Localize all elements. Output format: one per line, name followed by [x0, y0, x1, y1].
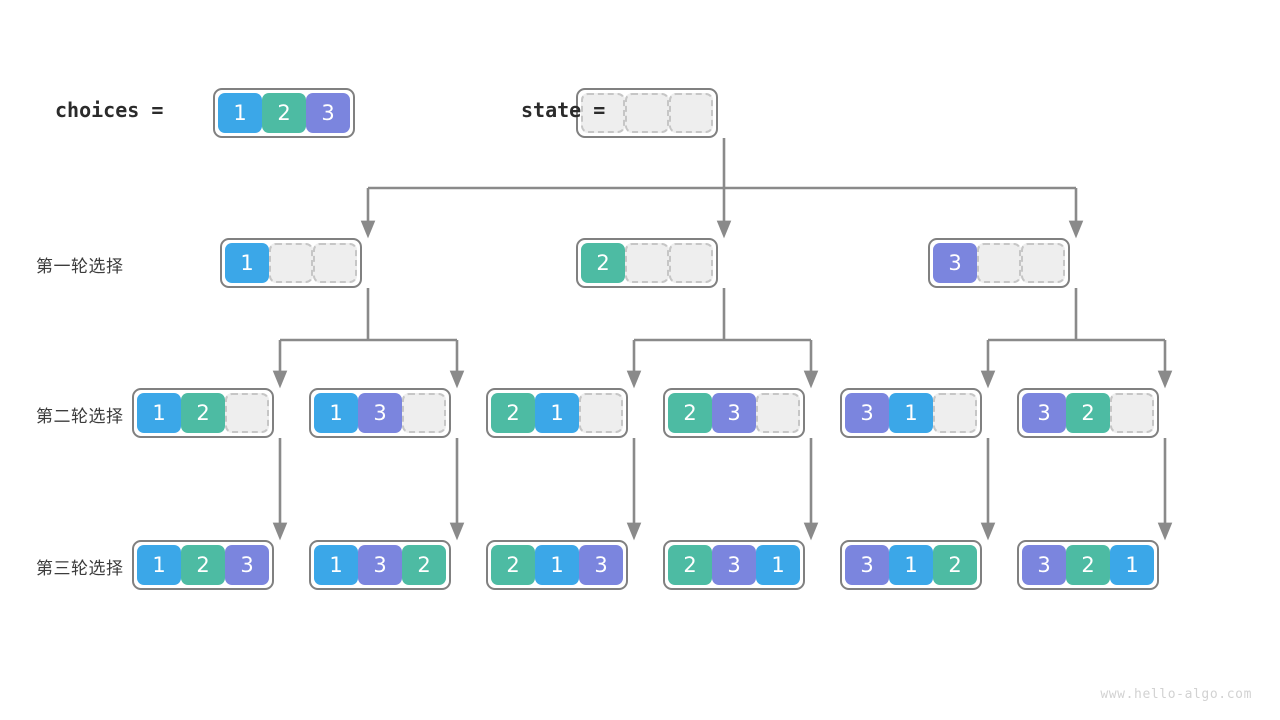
array-cell-value-3: 3 [225, 545, 269, 585]
array-cell-value-3: 3 [579, 545, 623, 585]
array-cell-value-1: 1 [535, 393, 579, 433]
array-cell-value-1: 1 [756, 545, 800, 585]
array-cell-empty [1110, 393, 1154, 433]
array-cell-value-2: 2 [933, 545, 977, 585]
array-cell-value-3: 3 [845, 393, 889, 433]
array-cell-empty [625, 93, 669, 133]
array-cell-value-1: 1 [314, 545, 358, 585]
array-cell-value-3: 3 [1022, 393, 1066, 433]
array-cell-empty [756, 393, 800, 433]
row-label-round-1: 第一轮选择 [36, 257, 124, 276]
row-label-round-3: 第三轮选择 [36, 559, 124, 578]
state-array [576, 88, 718, 138]
array-cell-empty [581, 93, 625, 133]
array-cell-value-3: 3 [358, 393, 402, 433]
array-cell-value-3: 3 [712, 393, 756, 433]
array-cell-empty [933, 393, 977, 433]
array-cell-value-1: 1 [137, 393, 181, 433]
array-cell-empty [669, 243, 713, 283]
array-cell-empty [269, 243, 313, 283]
array-cell-value-2: 2 [491, 393, 535, 433]
array-cell-value-1: 1 [889, 393, 933, 433]
tree-node-level1-2: 3 [928, 238, 1070, 288]
array-cell-value-3: 3 [1022, 545, 1066, 585]
array-cell-value-3: 3 [358, 545, 402, 585]
array-cell-empty [977, 243, 1021, 283]
array-cell-value-3: 3 [306, 93, 350, 133]
array-cell-empty [225, 393, 269, 433]
array-cell-value-2: 2 [1066, 393, 1110, 433]
watermark: www.hello-algo.com [1100, 687, 1252, 702]
state-label: state = [521, 98, 606, 122]
array-cell-empty [313, 243, 357, 283]
array-cell-value-2: 2 [668, 545, 712, 585]
array-cell-value-2: 2 [181, 545, 225, 585]
array-cell-value-1: 1 [1110, 545, 1154, 585]
array-cell-value-1: 1 [137, 545, 181, 585]
array-cell-value-1: 1 [889, 545, 933, 585]
array-cell-empty [625, 243, 669, 283]
array-cell-value-1: 1 [314, 393, 358, 433]
array-cell-value-1: 1 [218, 93, 262, 133]
array-cell-value-2: 2 [668, 393, 712, 433]
tree-node-level1-1: 2 [576, 238, 718, 288]
array-cell-value-2: 2 [491, 545, 535, 585]
array-cell-value-1: 1 [535, 545, 579, 585]
array-cell-value-1: 1 [225, 243, 269, 283]
array-cell-empty [669, 93, 713, 133]
array-cell-value-2: 2 [581, 243, 625, 283]
tree-node-level1-0: 1 [220, 238, 362, 288]
array-cell-empty [1021, 243, 1065, 283]
choices-label: choices = [55, 98, 164, 122]
array-cell-value-2: 2 [402, 545, 446, 585]
array-cell-empty [579, 393, 623, 433]
array-cell-value-3: 3 [845, 545, 889, 585]
row-label-round-2: 第二轮选择 [36, 407, 124, 426]
array-cell-value-2: 2 [181, 393, 225, 433]
array-cell-empty [402, 393, 446, 433]
array-cell-value-3: 3 [712, 545, 756, 585]
array-cell-value-3: 3 [933, 243, 977, 283]
array-cell-value-2: 2 [262, 93, 306, 133]
array-cell-value-2: 2 [1066, 545, 1110, 585]
